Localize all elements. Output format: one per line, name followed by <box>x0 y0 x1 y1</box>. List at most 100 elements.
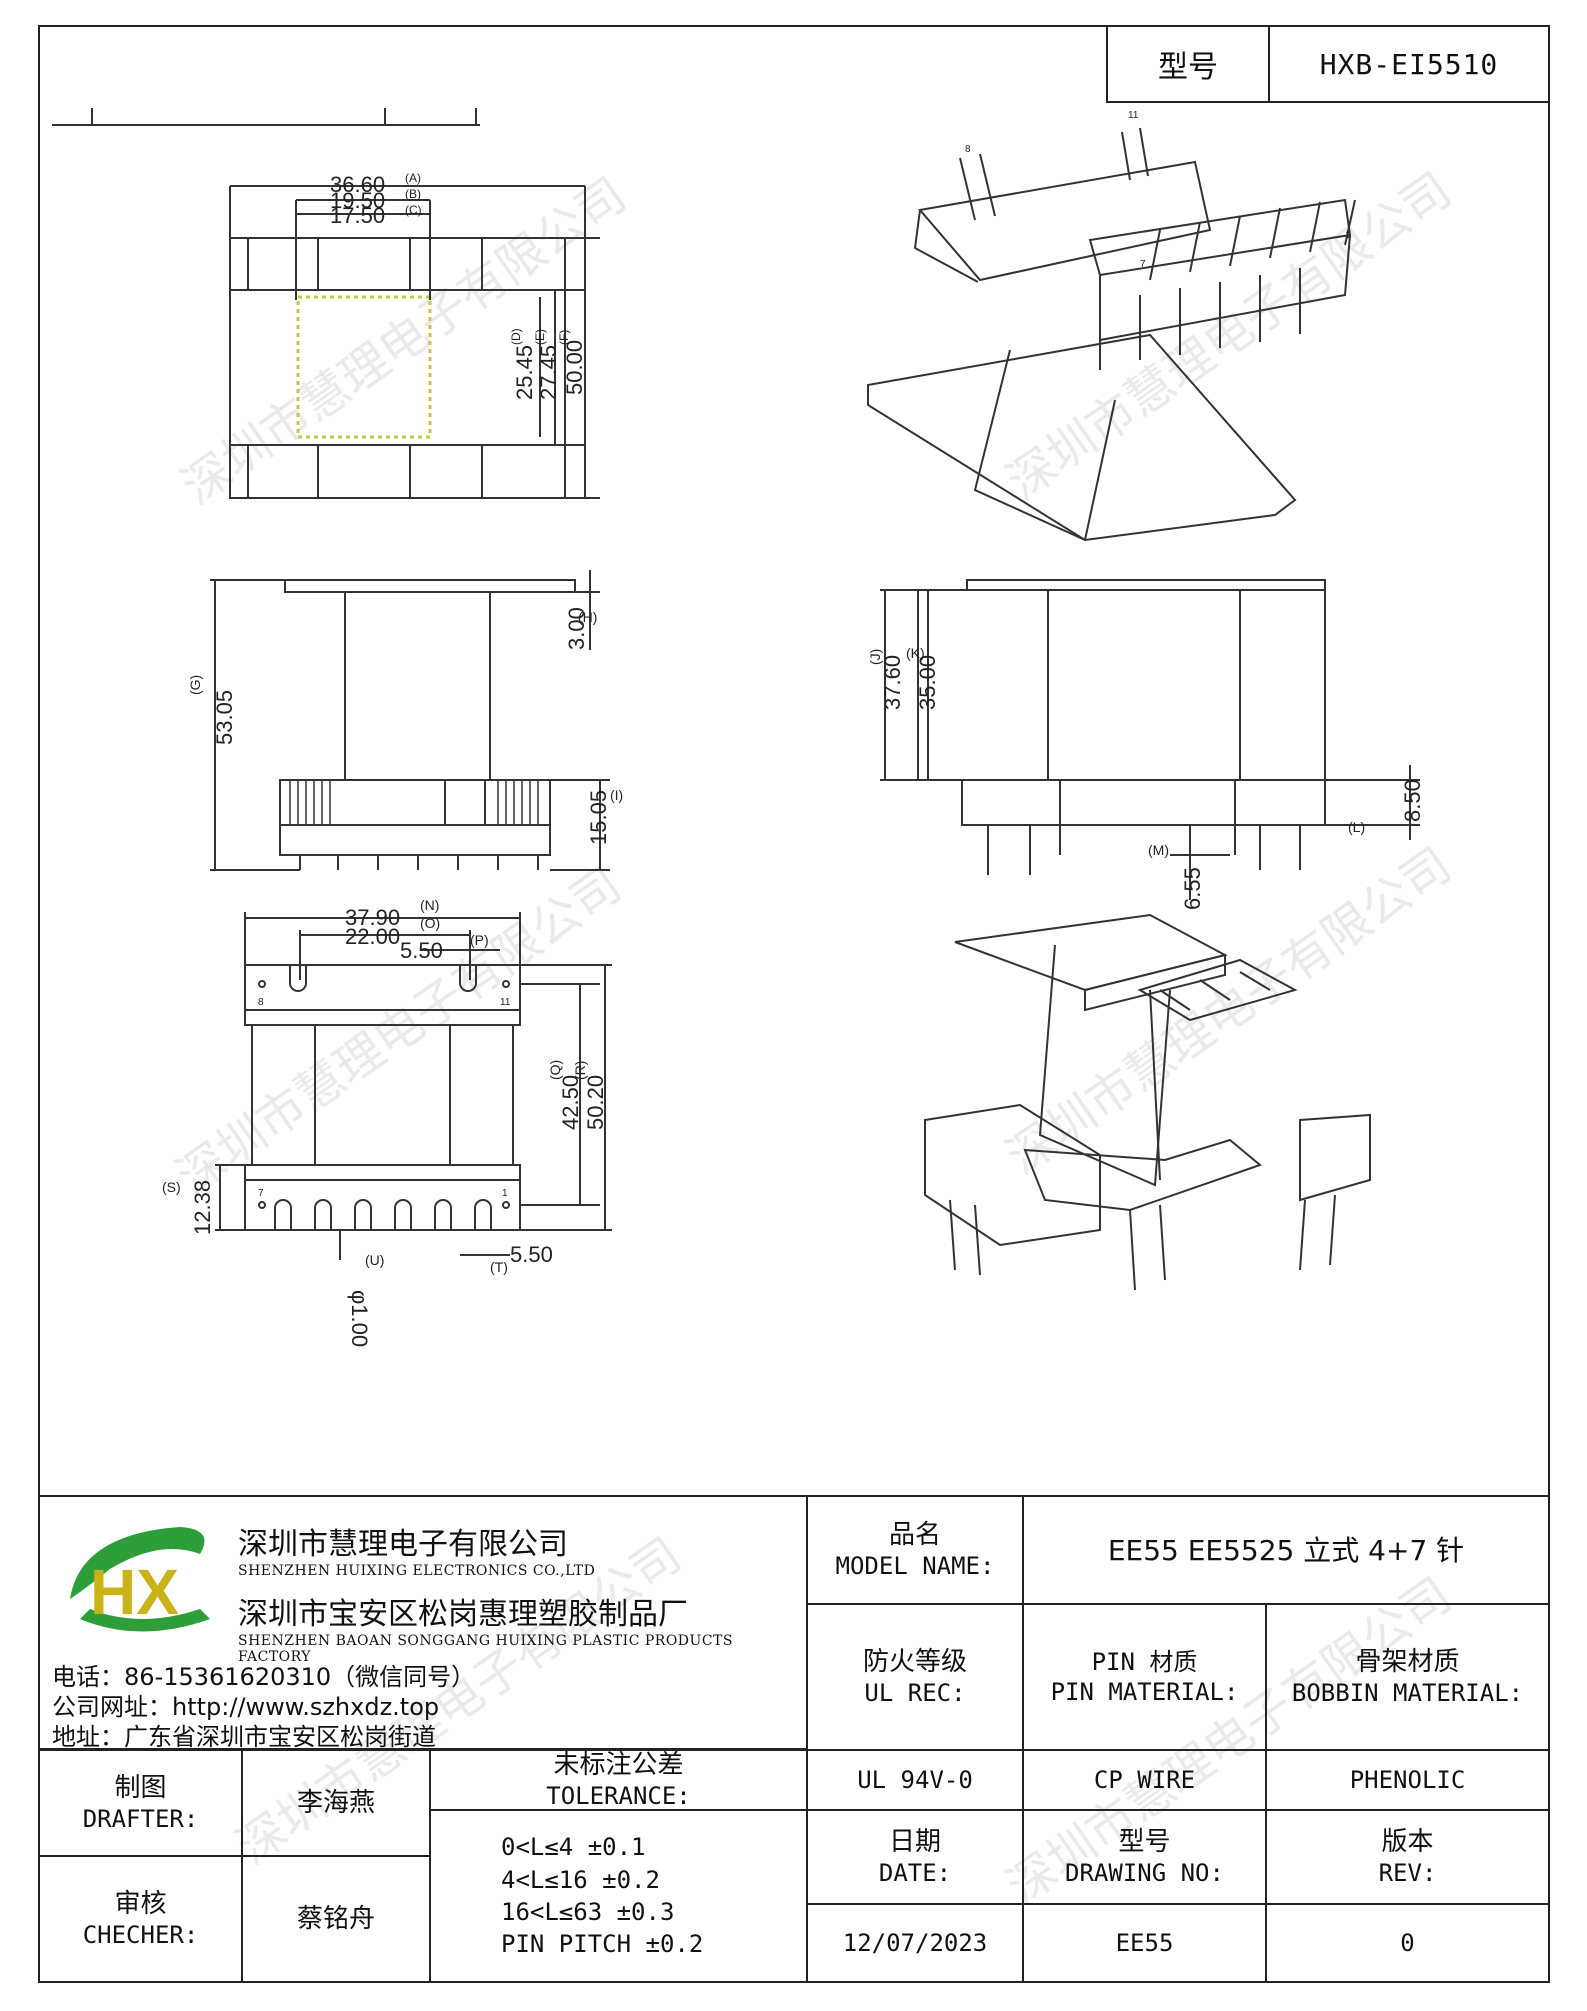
company-phone: 电话：86-15361620310（微信同号） <box>52 1663 476 1691</box>
svg-text:(K): (K) <box>906 645 925 661</box>
top-view-labels: 36.60 (A) 19.50 (B) 17.50 (C) 25.45 (D) … <box>330 171 587 400</box>
isometric-view-bottom <box>924 913 1371 1291</box>
date-label: 日期 DATE: <box>806 1809 1024 1905</box>
svg-text:(E): (E) <box>533 329 547 345</box>
svg-text:(H): (H) <box>578 609 597 625</box>
svg-text:35.00: 35.00 <box>915 655 940 710</box>
factory-name-cn: 深圳市宝安区松岗惠理塑胶制品厂 <box>238 1597 688 1632</box>
svg-text:(S): (S) <box>162 1179 181 1195</box>
svg-text:50.00: 50.00 <box>562 340 587 395</box>
date-value: 12/07/2023 <box>806 1903 1024 1983</box>
model-value: HXB-EI5510 <box>1319 47 1499 81</box>
svg-text:5.50: 5.50 <box>510 1242 553 1267</box>
ul-rec-label: 防火等级 UL REC: <box>806 1603 1024 1751</box>
svg-text:11: 11 <box>1128 110 1139 121</box>
bottom-view-labels: 37.90 (N) 22.00 (O) 5.50 (P) 42.50 (Q) 5… <box>162 897 608 1347</box>
svg-text:53.05: 53.05 <box>212 690 237 745</box>
company-name-en: SHENZHEN HUIXING ELECTRONICS CO.,LTD <box>238 1563 596 1579</box>
svg-text:(I): (I) <box>610 787 623 803</box>
svg-text:19.50: 19.50 <box>330 188 385 213</box>
svg-text:27.45: 27.45 <box>536 345 561 400</box>
pin-material-label: PIN 材质 PIN MATERIAL: <box>1022 1603 1267 1751</box>
model-name-value: EE55 EE5525 立式 4+7 针 <box>1022 1495 1550 1605</box>
svg-text:1: 1 <box>502 1188 508 1199</box>
model-label: 型号 <box>1108 27 1270 101</box>
bobbin-material-value: PHENOLIC <box>1265 1749 1550 1811</box>
svg-text:50.20: 50.20 <box>583 1075 608 1130</box>
svg-text:(D): (D) <box>509 328 523 345</box>
tolerance-label: 未标注公差 TOLERANCE: <box>429 1749 808 1811</box>
front-view <box>210 570 610 871</box>
svg-text:(O): (O) <box>420 915 440 931</box>
svg-text:22.00: 22.00 <box>345 924 400 949</box>
svg-text:(C): (C) <box>405 203 422 217</box>
company-website: 公司网址：http://www.szhxdz.top <box>52 1693 440 1721</box>
svg-text:(R): (R) <box>572 1061 588 1080</box>
drafter-name: 李海燕 <box>241 1749 431 1857</box>
svg-text:3.00: 3.00 <box>564 607 589 650</box>
svg-text:(B): (B) <box>405 187 421 201</box>
logo-text: HX <box>90 1556 179 1628</box>
title-block: HX 深圳市慧理电子有限公司 SHENZHEN HUIXING ELECTRON… <box>38 1495 1550 1983</box>
pin-material-value: CP WIRE <box>1022 1749 1267 1811</box>
svg-text:37.60: 37.60 <box>880 655 905 710</box>
company-name-cn: 深圳市慧理电子有限公司 <box>238 1527 568 1562</box>
model-number-box: 型号 HXB-EI5510 <box>1106 25 1550 103</box>
svg-text:11: 11 <box>500 997 511 1008</box>
company-address: 地址：广东省深圳市宝安区松岗街道 <box>52 1723 436 1751</box>
svg-text:(A): (A) <box>405 171 421 185</box>
side-view-labels: 37.60 (J) 35.00 (K) 8.50 (L) 6.55 (M) <box>867 645 1425 910</box>
front-view-labels: 53.05 (G) 3.00 (H) 15.05 (I) <box>187 607 623 845</box>
iso-pin-labels: 8 11 7 1 <box>965 110 1351 270</box>
factory-name-en: SHENZHEN BAOAN SONGGANG HUIXING PLASTIC … <box>238 1633 733 1665</box>
tolerance-row: PIN PITCH ±0.2 <box>501 1930 704 1959</box>
checker-name: 蔡铭舟 <box>241 1855 431 1983</box>
rev-value: 0 <box>1265 1903 1550 1983</box>
svg-text:(U): (U) <box>365 1252 384 1268</box>
svg-text:5.50: 5.50 <box>400 938 443 963</box>
rev-label: 版本 REV: <box>1265 1809 1550 1905</box>
svg-text:(F): (F) <box>557 330 571 345</box>
svg-text:37.90: 37.90 <box>345 905 400 930</box>
svg-text:(G): (G) <box>187 675 203 695</box>
bottom-view <box>215 912 612 1260</box>
company-info: HX 深圳市慧理电子有限公司 SHENZHEN HUIXING ELECTRON… <box>38 1495 808 1751</box>
tolerance-table: 0<L≤4 ±0.1 4<L≤16 ±0.2 16<L≤63 ±0.3 PIN … <box>429 1809 808 1983</box>
svg-text:(N): (N) <box>420 897 439 913</box>
svg-text:42.50: 42.50 <box>558 1075 583 1130</box>
svg-text:7: 7 <box>258 1188 264 1199</box>
tolerance-row: 4<L≤16 ±0.2 <box>501 1865 660 1894</box>
company-logo: HX <box>70 1527 210 1632</box>
side-view <box>880 579 1420 900</box>
drafter-label: 制图 DRAFTER: <box>38 1749 243 1857</box>
technical-drawing: 36.60 (A) 19.50 (B) 17.50 (C) 25.45 (D) … <box>52 108 1425 1347</box>
svg-text:(Q): (Q) <box>547 1060 563 1080</box>
tolerance-row: 0<L≤4 ±0.1 <box>501 1833 646 1862</box>
svg-text:15.05: 15.05 <box>586 790 611 845</box>
drawing-no-value: EE55 <box>1022 1903 1267 1983</box>
svg-text:φ1.00: φ1.00 <box>347 1290 372 1347</box>
top-ruler <box>52 108 480 126</box>
svg-text:12.38: 12.38 <box>190 1180 215 1235</box>
ul-value: UL 94V-0 <box>806 1749 1024 1811</box>
svg-text:7: 7 <box>1140 259 1146 270</box>
svg-text:8: 8 <box>965 144 971 155</box>
svg-text:(M): (M) <box>1148 842 1169 858</box>
tolerance-row: 16<L≤63 ±0.3 <box>501 1898 675 1926</box>
svg-text:17.50: 17.50 <box>330 203 385 228</box>
top-view <box>229 185 600 499</box>
svg-text:36.60: 36.60 <box>330 172 385 197</box>
svg-text:8.50: 8.50 <box>1400 779 1425 822</box>
svg-text:(J): (J) <box>867 649 883 665</box>
svg-text:(L): (L) <box>1348 819 1365 835</box>
bobbin-material-label: 骨架材质 BOBBIN MATERIAL: <box>1265 1603 1550 1751</box>
svg-text:(T): (T) <box>490 1259 508 1275</box>
svg-text:8: 8 <box>258 997 264 1008</box>
model-name-label: 品名 MODEL NAME: <box>806 1495 1024 1605</box>
svg-text:(P): (P) <box>470 932 489 948</box>
svg-text:6.55: 6.55 <box>1180 867 1205 910</box>
isometric-view-top <box>867 127 1356 542</box>
svg-text:25.45: 25.45 <box>512 345 537 400</box>
svg-text:1: 1 <box>1345 230 1351 241</box>
drawing-no-label: 型号 DRAWING NO: <box>1022 1809 1267 1905</box>
